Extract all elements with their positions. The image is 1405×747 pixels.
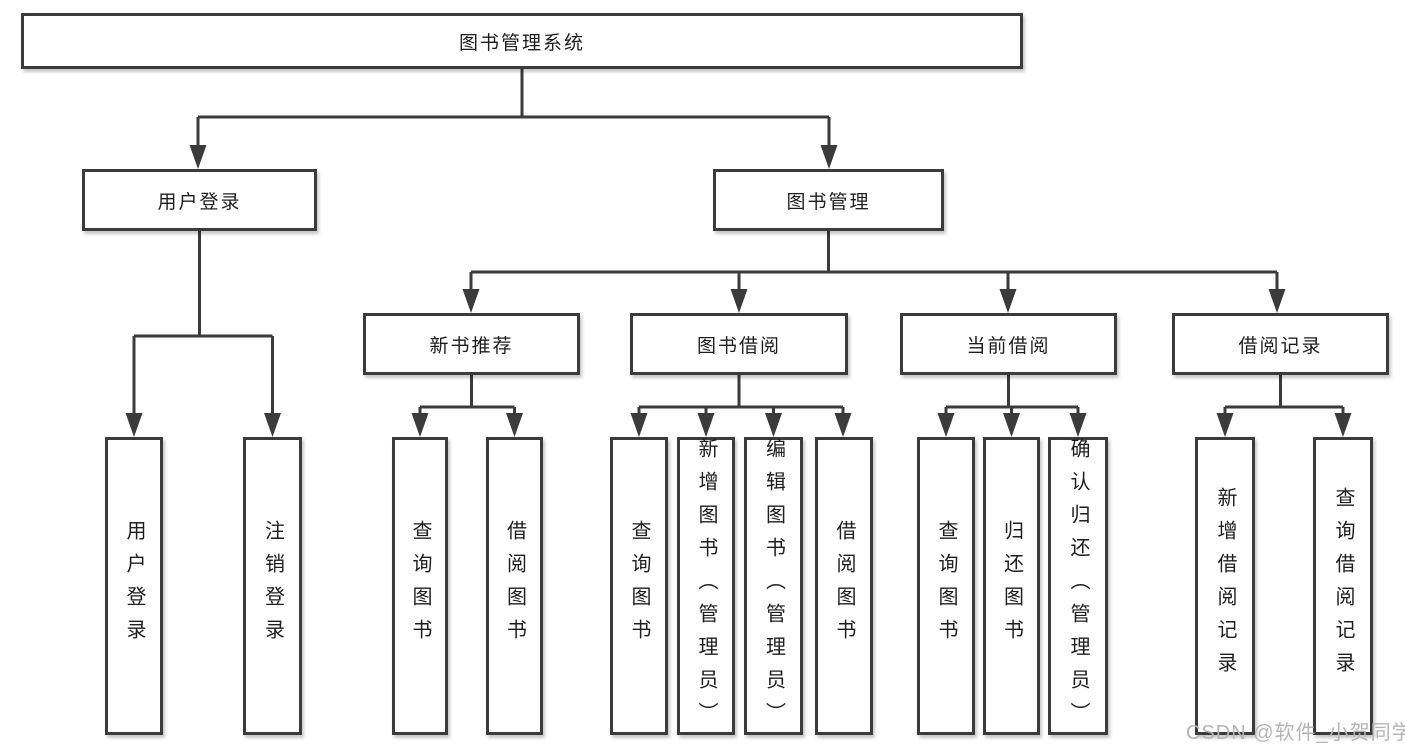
leaf-add-books-admin: 新增图书（管理员） xyxy=(677,437,735,735)
leaf-borrow-books-label: 借阅图书 xyxy=(833,520,855,652)
node-borrow-records-label: 借阅记录 xyxy=(1238,335,1323,357)
leaf-confirm-return-admin: 确认归还（管理员） xyxy=(1048,437,1108,735)
leaf-logout: 注销登录 xyxy=(243,437,302,735)
leaf-query-books-current: 查询图书 xyxy=(917,437,975,735)
node-new-book-recommend-label: 新书推荐 xyxy=(429,335,514,357)
node-root-system: 图书管理系统 xyxy=(21,13,1023,69)
node-new-book-recommend: 新书推荐 xyxy=(363,313,580,375)
node-book-borrow-label: 图书借阅 xyxy=(696,335,781,357)
leaf-logout-label: 注销登录 xyxy=(261,520,284,652)
leaf-query-books-borrow: 查询图书 xyxy=(610,437,668,735)
leaf-add-borrow-record-label: 新增借阅记录 xyxy=(1214,487,1236,685)
leaf-edit-books-admin: 编辑图书（管理员） xyxy=(744,437,803,735)
node-user-login-label: 用户登录 xyxy=(157,191,242,213)
node-user-login: 用户登录 xyxy=(82,169,317,231)
node-book-management-label: 图书管理 xyxy=(786,191,871,213)
node-current-borrow-label: 当前借阅 xyxy=(966,335,1051,357)
leaf-borrow-books: 借阅图书 xyxy=(815,437,873,735)
node-current-borrow: 当前借阅 xyxy=(900,313,1117,375)
leaf-borrow-books-recommend-label: 借阅图书 xyxy=(503,520,526,652)
leaf-user-login: 用户登录 xyxy=(105,437,163,735)
node-book-borrow: 图书借阅 xyxy=(630,313,848,375)
node-book-management: 图书管理 xyxy=(713,169,944,231)
leaf-query-books-recommend: 查询图书 xyxy=(392,437,448,735)
leaf-return-books-label: 归还图书 xyxy=(1000,520,1023,652)
leaf-add-borrow-record: 新增借阅记录 xyxy=(1195,437,1255,735)
leaf-add-books-admin-label: 新增图书（管理员） xyxy=(695,437,717,735)
leaf-query-books-current-label: 查询图书 xyxy=(935,520,957,652)
leaf-query-borrow-record-label: 查询借阅记录 xyxy=(1332,487,1354,685)
watermark: CSDN @软件_小贺同学 xyxy=(1186,722,1405,744)
leaf-query-borrow-record: 查询借阅记录 xyxy=(1313,437,1373,735)
leaf-query-books-borrow-label: 查询图书 xyxy=(628,520,650,652)
leaf-confirm-return-admin-label: 确认归还（管理员） xyxy=(1067,437,1089,735)
leaf-edit-books-admin-label: 编辑图书（管理员） xyxy=(762,437,785,735)
leaf-query-books-recommend-label: 查询图书 xyxy=(409,520,431,652)
node-borrow-records: 借阅记录 xyxy=(1172,313,1389,375)
leaf-user-login-label: 用户登录 xyxy=(123,520,145,652)
node-root-label: 图书管理系统 xyxy=(458,32,585,54)
leaf-borrow-books-recommend: 借阅图书 xyxy=(486,437,543,735)
leaf-return-books: 归还图书 xyxy=(983,437,1040,735)
